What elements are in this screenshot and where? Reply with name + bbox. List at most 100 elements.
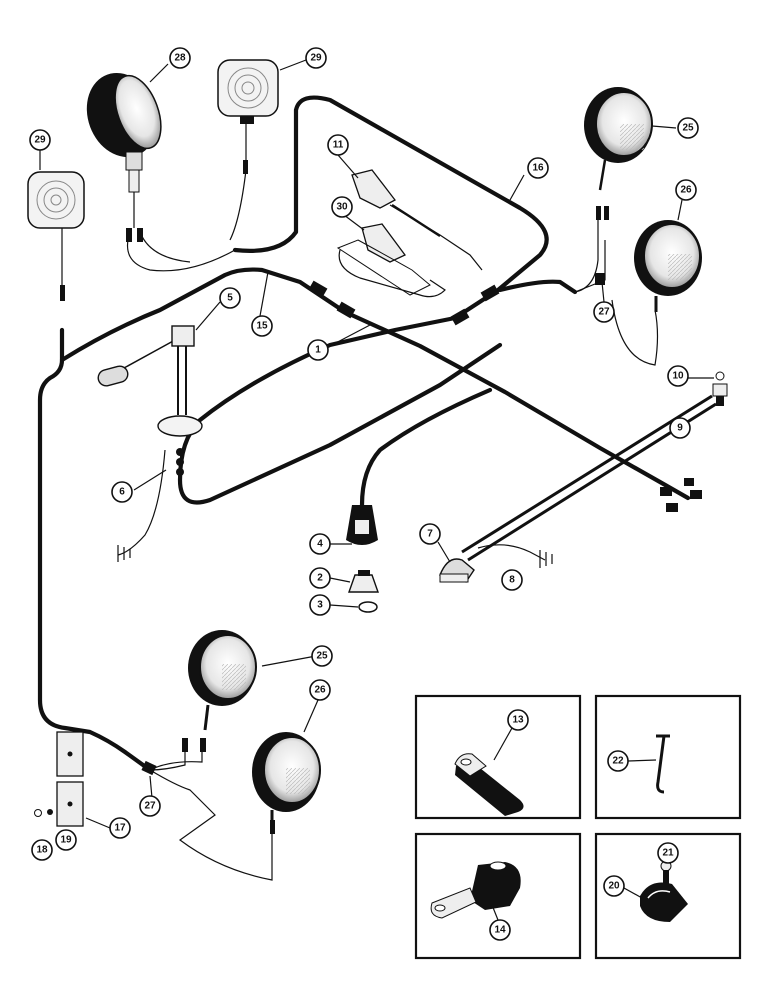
callout-28: 28 [169, 47, 191, 69]
callout-circle [111, 481, 133, 503]
callout-circle [327, 134, 349, 156]
callout-22: 22 [607, 750, 629, 772]
callout-number: 30 [336, 202, 348, 213]
callout-circle [31, 839, 53, 861]
callout-circle [219, 287, 241, 309]
callout-27: 27 [593, 301, 615, 323]
callout-circle [169, 47, 191, 69]
callout-number: 26 [680, 185, 692, 196]
callout-circle [311, 645, 333, 667]
callout-number: 7 [427, 529, 433, 540]
bracket-17 [34, 731, 84, 827]
callout-20: 20 [603, 875, 625, 897]
callout-circle [677, 117, 699, 139]
callout-number: 27 [144, 801, 156, 812]
callout-21: 21 [657, 842, 679, 864]
callout-number: 3 [317, 600, 323, 611]
callout-circle [607, 750, 629, 772]
callout-number: 20 [608, 881, 620, 892]
callout-number: 6 [119, 487, 125, 498]
callout-circle [603, 875, 625, 897]
callout-number: 18 [36, 845, 48, 856]
callout-circle [251, 315, 273, 337]
callout-7: 7 [419, 523, 441, 545]
callout-circle [307, 339, 329, 361]
callout-number: 29 [34, 135, 46, 146]
callout-number: 22 [612, 756, 624, 767]
callout-27: 27 [139, 795, 161, 817]
callout-14: 14 [489, 919, 511, 941]
callout-number: 21 [662, 848, 674, 859]
callout-circle [309, 594, 331, 616]
callout-number: 8 [509, 575, 515, 586]
callout-circle [507, 709, 529, 731]
lamp-26-bottom [252, 732, 321, 820]
callout-26: 26 [675, 179, 697, 201]
callout-8: 8 [501, 569, 523, 591]
callout-circle [501, 569, 523, 591]
lamp-29-top [217, 59, 279, 160]
callout-circle [331, 196, 353, 218]
callout-circle [109, 817, 131, 839]
callout-10: 10 [667, 365, 689, 387]
callout-number: 14 [494, 925, 506, 936]
callout-circle [675, 179, 697, 201]
callout-circle [309, 533, 331, 555]
callout-circle [667, 365, 689, 387]
callout-number: 4 [317, 539, 323, 550]
callout-1: 1 [307, 339, 329, 361]
callout-circle [419, 523, 441, 545]
inset-box-14 [414, 832, 582, 960]
callout-11: 11 [327, 134, 349, 156]
sender-9 [712, 371, 728, 406]
callout-number: 27 [598, 307, 610, 318]
lamp-28 [86, 72, 162, 228]
callout-circle [593, 301, 615, 323]
callout-number: 13 [512, 715, 524, 726]
callout-25: 25 [677, 117, 699, 139]
callout-26: 26 [309, 679, 331, 701]
callout-circle [139, 795, 161, 817]
callout-number: 11 [333, 140, 344, 151]
switch-11 [351, 169, 441, 238]
switch-30 [336, 223, 431, 296]
lamp-25-bottom [188, 630, 257, 731]
callout-circle [305, 47, 327, 69]
callout-3: 3 [309, 594, 331, 616]
callout-number: 17 [114, 823, 126, 834]
callout-circle [309, 679, 331, 701]
callout-number: 5 [227, 293, 233, 304]
callout-number: 1 [315, 345, 321, 356]
callout-number: 19 [60, 835, 72, 846]
callout-6: 6 [111, 481, 133, 503]
harness-connectors [60, 160, 702, 834]
lamp-25-top [584, 87, 653, 191]
lamp-26-top [634, 220, 702, 312]
callout-29: 29 [29, 129, 51, 151]
callout-19: 19 [55, 829, 77, 851]
callout-2: 2 [309, 567, 331, 589]
callout-number: 9 [677, 423, 683, 434]
callout-18: 18 [31, 839, 53, 861]
callout-circle [527, 157, 549, 179]
fuel-sender-5 [97, 325, 203, 476]
callout-circle [657, 842, 679, 864]
callout-number: 29 [310, 53, 322, 64]
callout-16: 16 [527, 157, 549, 179]
callout-circle [489, 919, 511, 941]
callout-30: 30 [331, 196, 353, 218]
main-harness [37, 95, 691, 773]
callout-number: 10 [672, 371, 684, 382]
oil-switch-assembly [346, 505, 379, 613]
callout-13: 13 [507, 709, 529, 731]
callout-circle [29, 129, 51, 151]
callout-circle [55, 829, 77, 851]
callout-number: 25 [316, 651, 328, 662]
callout-circle [669, 417, 691, 439]
callout-number: 28 [174, 53, 186, 64]
thin-wires [117, 169, 659, 881]
callout-15: 15 [251, 315, 273, 337]
callout-number: 26 [314, 685, 326, 696]
